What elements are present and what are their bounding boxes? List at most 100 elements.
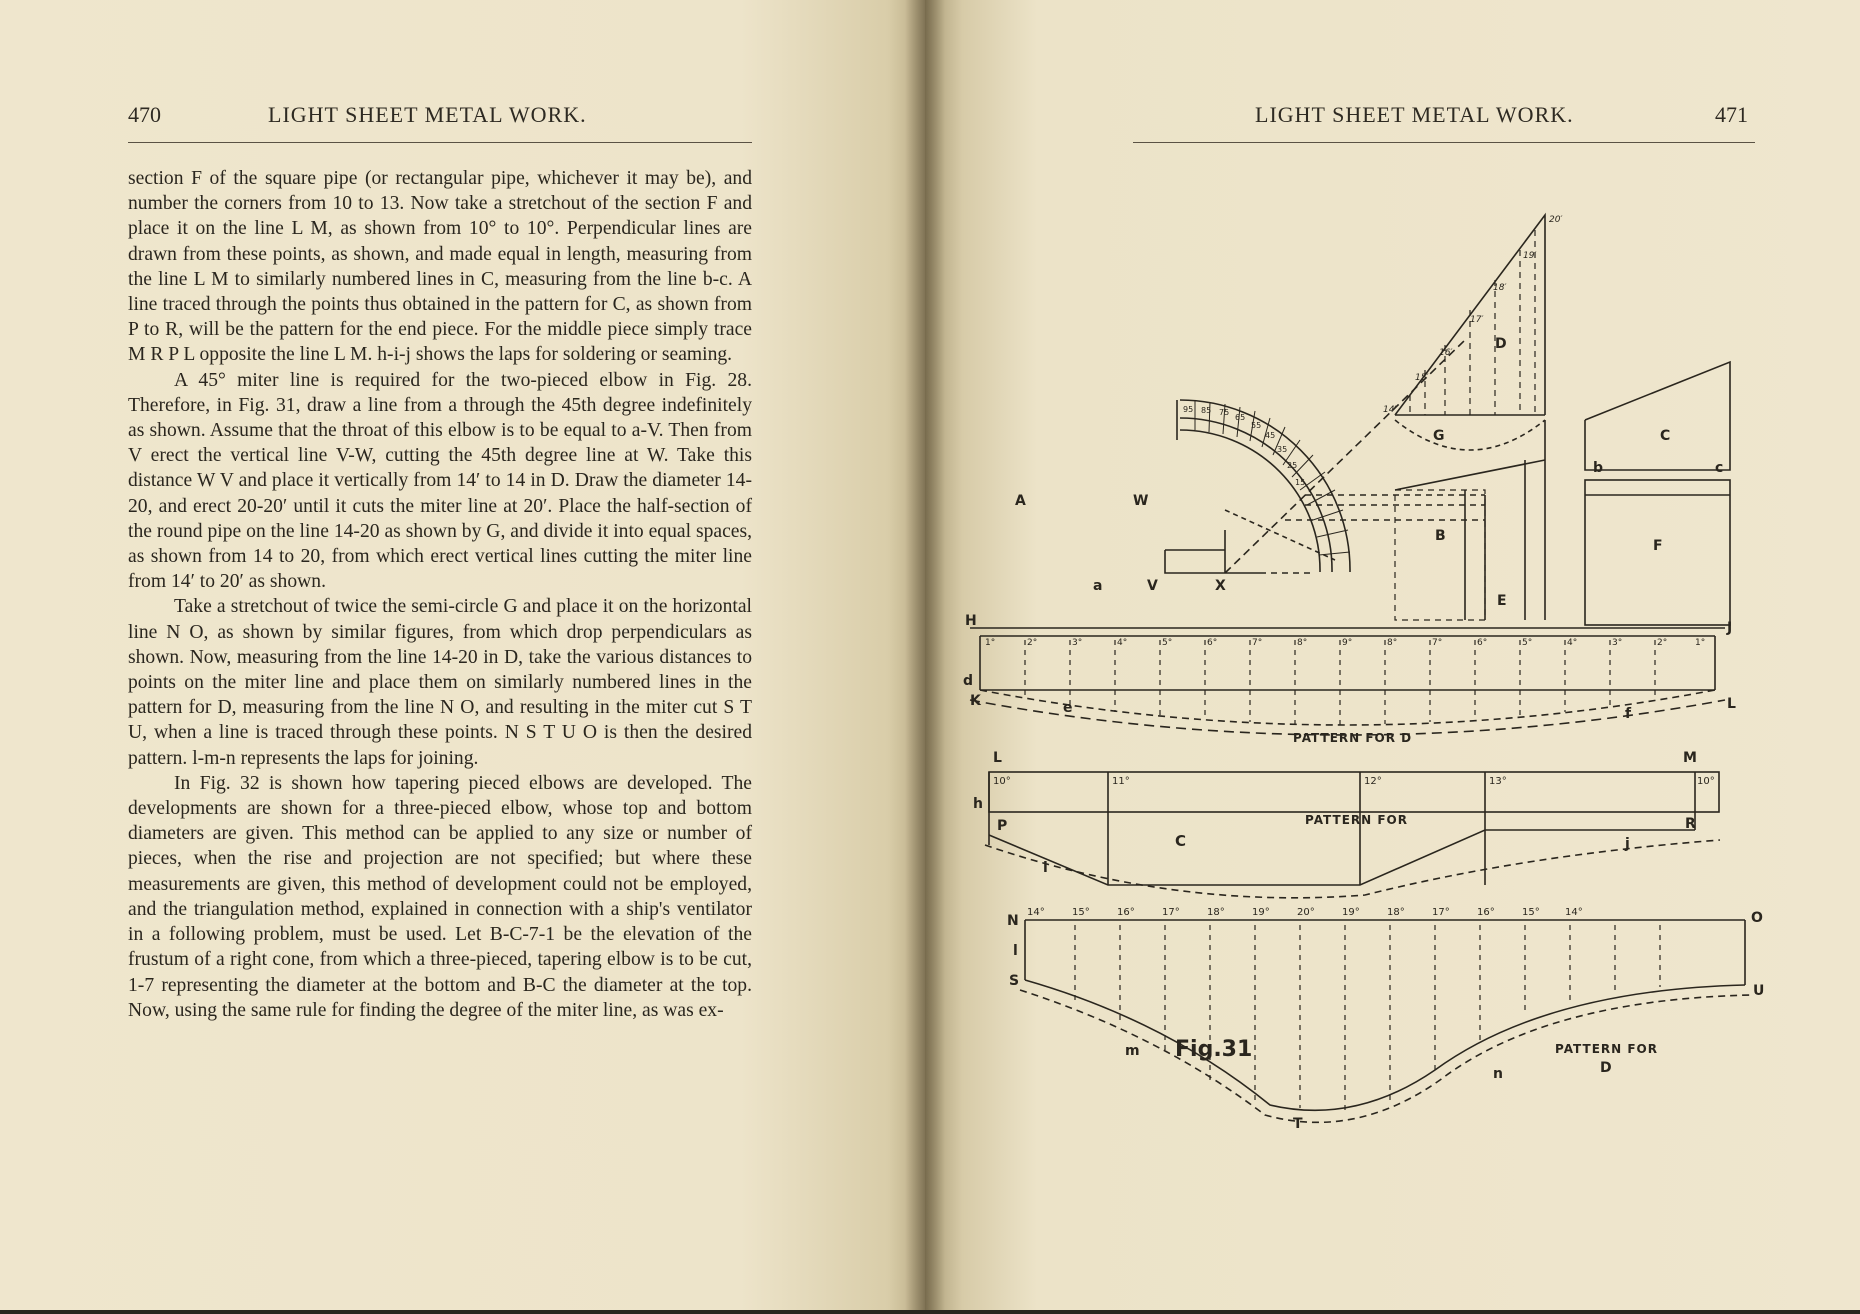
pattern-c-top — [988, 771, 1720, 813]
right-page-number: 471 — [1715, 102, 1748, 127]
svg-text:20′: 20′ — [1549, 215, 1563, 225]
label-j: j — [1624, 836, 1630, 852]
svg-text:4°: 4° — [1567, 638, 1577, 648]
label-e: e — [1063, 700, 1073, 716]
paragraph-1: section F of the square pipe (or rectang… — [128, 168, 752, 366]
label-G: G — [1433, 428, 1445, 444]
header-rule — [1133, 142, 1755, 143]
svg-text:17′: 17′ — [1470, 315, 1484, 325]
label-m: m — [1125, 1043, 1140, 1059]
svg-text:7°: 7° — [1252, 638, 1262, 648]
label-H: H — [965, 613, 977, 629]
label-R: R — [1685, 816, 1696, 832]
svg-text:6°: 6° — [1477, 638, 1487, 648]
label-C: C — [1660, 428, 1670, 444]
svg-text:3°: 3° — [1612, 638, 1622, 648]
svg-text:19°: 19° — [1252, 907, 1270, 918]
svg-text:3°: 3° — [1072, 638, 1082, 648]
label-B: B — [1435, 528, 1446, 544]
label-F: F — [1653, 538, 1663, 554]
label-E: E — [1497, 593, 1507, 609]
svg-text:19′: 19′ — [1523, 251, 1537, 261]
paragraph-2: A 45° miter line is required for the two… — [128, 369, 752, 593]
label-U: U — [1753, 983, 1764, 999]
left-running-head: LIGHT SHEET METAL WORK. — [268, 102, 587, 127]
figure-lines — [969, 212, 1751, 1124]
figure-31-drawing: A a V X W D G B E C F b c H J d K — [963, 212, 1764, 1132]
label-pattern-for-d-bottom: PATTERN FOR — [1555, 1042, 1658, 1056]
svg-text:11°: 11° — [1112, 776, 1130, 787]
svg-text:4°: 4° — [1117, 638, 1127, 648]
label-W: W — [1133, 493, 1148, 509]
label-a: a — [1093, 578, 1102, 594]
label-l: l — [1013, 943, 1018, 959]
left-body-text: section F of the square pipe (or rectang… — [128, 166, 752, 1023]
svg-text:85: 85 — [1201, 406, 1211, 415]
svg-text:18′: 18′ — [1493, 283, 1507, 293]
svg-text:18°: 18° — [1387, 907, 1405, 918]
svg-text:17°: 17° — [1162, 907, 1180, 918]
label-pattern-for-d-top: PATTERN FOR D — [1293, 731, 1412, 745]
right-page: LIGHT SHEET METAL WORK. 471 — [925, 0, 1860, 1310]
svg-text:14°: 14° — [1027, 907, 1045, 918]
label-T: T — [1293, 1116, 1303, 1132]
svg-text:5°: 5° — [1162, 638, 1172, 648]
section-c — [1584, 360, 1731, 471]
svg-text:10°: 10° — [993, 776, 1011, 787]
label-A: A — [1015, 493, 1026, 509]
svg-text:15°: 15° — [1522, 907, 1540, 918]
label-N: N — [1007, 913, 1019, 929]
svg-text:35: 35 — [1277, 445, 1287, 454]
stretchout-top-labels: 1° 2° 3° 4° 5° 6° 7° 8° 9° 8° 7° 6° 5° 4… — [985, 638, 1705, 648]
label-O: O — [1751, 910, 1763, 926]
svg-text:10°: 10° — [1697, 776, 1715, 787]
svg-text:55: 55 — [1251, 421, 1261, 430]
svg-text:16°: 16° — [1117, 907, 1135, 918]
miter-line-45 — [1224, 339, 1466, 574]
svg-text:14°: 14° — [1565, 907, 1583, 918]
svg-text:1°: 1° — [1695, 638, 1705, 648]
svg-text:14′: 14′ — [1383, 405, 1397, 415]
label-pattern-for-d-bottom-letter: D — [1600, 1060, 1613, 1076]
stretchout-c-labels: 10° 11° 12° 13° 10° — [993, 776, 1715, 787]
stretchout-d-labels: 14° 15° 16° 17° 18° 19° 20° 19° 18° 17° … — [1027, 907, 1583, 918]
protractor-outer-arc — [1179, 399, 1351, 573]
label-b: b — [1593, 460, 1603, 476]
label-V: V — [1147, 578, 1158, 594]
paragraph-4: In Fig. 32 is shown how tapering pieced … — [128, 772, 752, 1021]
svg-text:2°: 2° — [1657, 638, 1667, 648]
label-L-right: L — [1727, 696, 1736, 712]
label-M: M — [1683, 750, 1697, 766]
figure-31: A a V X W D G B E C F b c H J d K — [925, 0, 1860, 1310]
svg-text:9°: 9° — [1342, 638, 1352, 648]
book-gutter — [905, 0, 945, 1310]
label-L: L — [993, 750, 1002, 766]
svg-text:17°: 17° — [1432, 907, 1450, 918]
left-page: 470 LIGHT SHEET METAL WORK. section F of… — [0, 0, 925, 1310]
label-D-upper: D — [1495, 336, 1507, 352]
pattern-c-bottom — [988, 829, 1695, 886]
label-d: d — [963, 673, 973, 689]
svg-text:20°: 20° — [1297, 907, 1315, 918]
pattern-b-curve — [979, 689, 1716, 726]
svg-text:12°: 12° — [1364, 776, 1382, 787]
svg-text:19°: 19° — [1342, 907, 1360, 918]
label-X: X — [1215, 578, 1226, 594]
label-J: J — [1726, 620, 1732, 636]
miter-labels: 14′ 15′ 16′ 17′ 18′ 19′ 20′ — [1383, 215, 1563, 415]
svg-text:13°: 13° — [1489, 776, 1507, 787]
left-page-number: 470 — [128, 102, 161, 127]
figure-caption: Fig.31 — [1175, 1037, 1252, 1062]
svg-text:95: 95 — [1183, 405, 1193, 414]
svg-text:8°: 8° — [1387, 638, 1397, 648]
label-i: i — [1043, 860, 1048, 876]
right-running-head: LIGHT SHEET METAL WORK. — [1255, 102, 1574, 127]
svg-text:5°: 5° — [1522, 638, 1532, 648]
svg-text:8°: 8° — [1297, 638, 1307, 648]
label-f: f — [1625, 706, 1632, 722]
svg-text:25: 25 — [1287, 461, 1297, 470]
protractor-labels: 95 85 75 65 55 45 35 25 15 — [1183, 405, 1305, 487]
svg-text:65: 65 — [1235, 413, 1245, 422]
label-n: n — [1493, 1066, 1503, 1082]
